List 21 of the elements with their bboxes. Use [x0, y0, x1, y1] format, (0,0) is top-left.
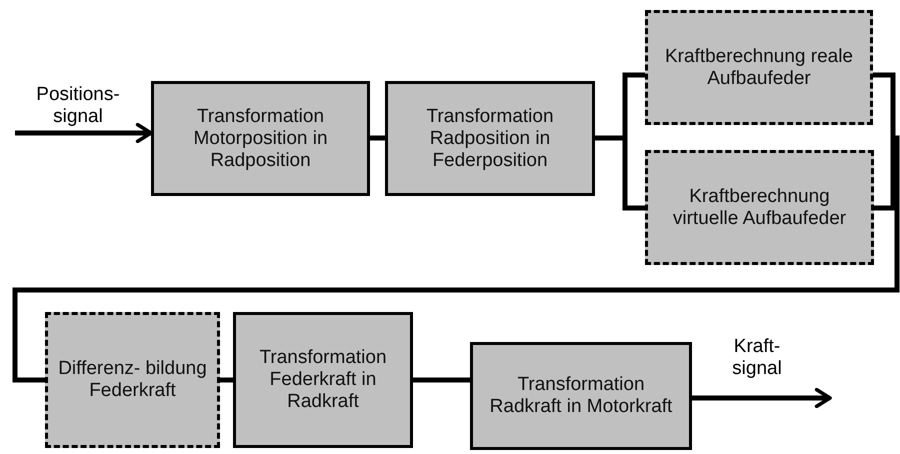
process-box — [645, 150, 874, 265]
arrow — [15, 122, 153, 144]
process-box — [233, 312, 413, 448]
box-label: Kraftberechnung reale Aufbaufeder — [664, 46, 854, 90]
box-label: Transformation Motorposition in Radposition — [192, 106, 329, 172]
process-box — [45, 312, 220, 448]
box-label: Transformation Radposition in Federposition — [425, 106, 555, 172]
box-label: Kraftberechnung virtuelle Aufbaufeder — [672, 186, 848, 230]
process-box — [385, 81, 595, 196]
connector-line — [413, 378, 470, 382]
process-box — [151, 81, 370, 196]
box-label: Transformation Radkraft in Motorkraft — [488, 374, 674, 418]
process-box — [470, 342, 692, 450]
box-label: Differenz- bildung Federkraft — [57, 358, 208, 402]
edge-label: Kraft- signal — [731, 336, 783, 380]
edge-label: Positions- signal — [35, 84, 121, 128]
connector-line — [220, 378, 233, 382]
connector-line — [370, 136, 385, 140]
arrow — [692, 388, 832, 408]
box-label: Transformation Federkraft in Radkraft — [258, 347, 388, 413]
process-box — [645, 10, 873, 125]
